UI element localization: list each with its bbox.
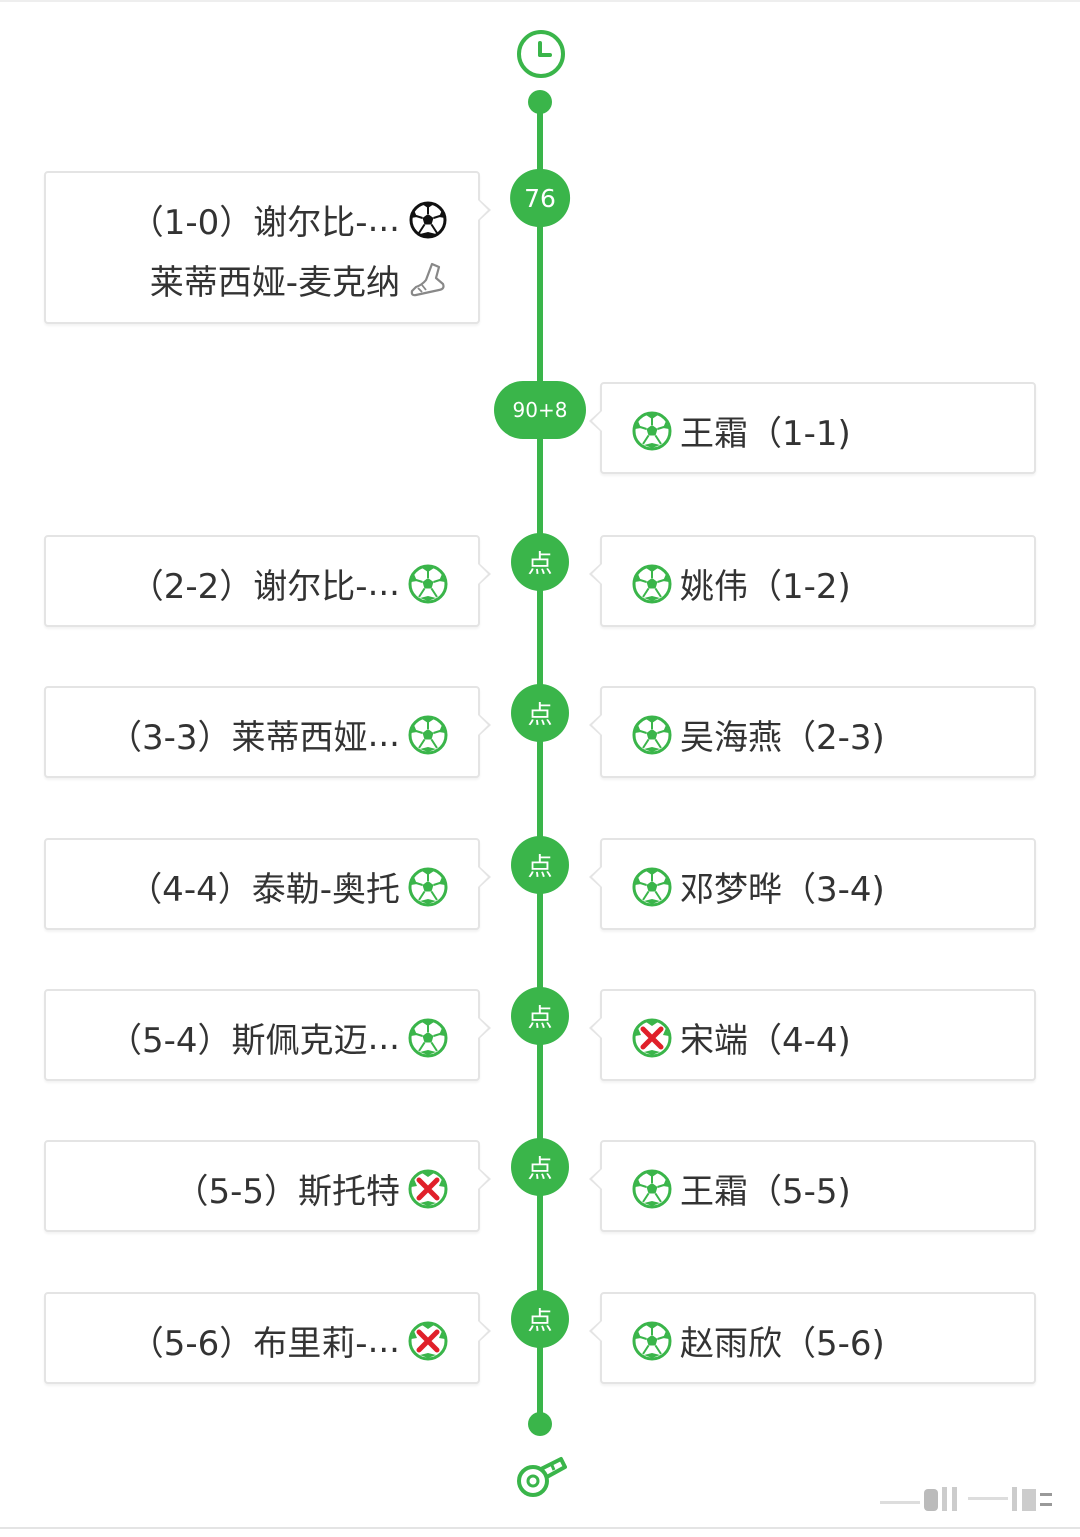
timeline-node: 点 [511,533,569,591]
timeline-node: 点 [511,836,569,894]
timeline-end-dot [528,1412,552,1436]
ellipsis: ... [367,563,400,604]
bottom-divider [0,1527,1080,1529]
penalty-miss-icon [408,1321,448,1360]
watermark-graphic [880,1487,1052,1511]
penalty-line: 邓梦晔（3-4) [632,862,885,911]
goal-line: 王霜（1-1) [632,406,851,455]
timeline-axis [537,100,543,1425]
boot-assist-icon [410,262,445,296]
penalty-line: （4-4）泰勒-奥托 [128,862,448,911]
penalty-taker-text: （3-3）莱蒂西娅 [108,718,368,758]
event-card-left[interactable]: （5-4）斯佩克迈... [44,989,491,1081]
soccer-ball-black-icon [409,201,447,238]
event-card-left[interactable]: （1-0）谢尔比-... 莱蒂西娅-麦克纳 [44,171,491,324]
ellipsis: ... [367,714,400,755]
penalty-line: （5-4）斯佩克迈... [108,1013,448,1062]
goal-scorer-text: （1-0）谢尔比- [129,203,368,243]
soccer-ball-green-icon [408,715,448,754]
penalty-line: （2-2）谢尔比-... [130,559,448,608]
soccer-ball-green-icon [632,411,672,450]
event-card-left[interactable]: （4-4）泰勒-奥托 [44,838,491,930]
event-card-right[interactable]: 姚伟（1-2) [589,535,1036,627]
penalty-miss-icon [632,1018,672,1057]
soccer-ball-green-icon [408,867,448,906]
event-card-right[interactable]: 吴海燕（2-3) [589,686,1036,778]
penalty-line: 姚伟（1-2) [632,559,851,608]
ellipsis: ... [367,199,400,240]
soccer-ball-green-icon [632,715,672,754]
penalty-taker-text: （4-4）泰勒-奥托 [128,870,400,910]
event-card-right[interactable]: 邓梦晔（3-4) [589,838,1036,930]
soccer-ball-green-icon [632,1321,672,1360]
event-card-left[interactable]: （5-5）斯托特 [44,1140,491,1232]
assist-player-text: 莱蒂西娅-麦克纳 [149,263,400,303]
penalty-taker-text: 宋端（4-4) [680,1021,851,1061]
event-card-right[interactable]: 王霜（5-5) [589,1140,1036,1232]
soccer-ball-green-icon [632,867,672,906]
goal-scorer-text: 王霜（1-1) [680,414,851,454]
penalty-taker-text: 吴海燕（2-3) [680,718,885,758]
penalty-taker-text: （5-6）布里莉- [129,1324,368,1364]
timeline-node: 点 [511,684,569,742]
whistle-icon [517,1457,567,1497]
event-card-right[interactable]: 王霜（1-1) [589,382,1036,474]
soccer-ball-green-icon [408,564,448,603]
timeline-start-dot [528,90,552,114]
penalty-taker-text: 邓梦晔（3-4) [680,870,885,910]
timeline-node: 76 [510,169,570,227]
penalty-taker-text: （2-2）谢尔比- [129,567,368,607]
penalty-line: 宋端（4-4) [632,1013,851,1062]
timeline-node: 点 [511,1138,569,1196]
penalty-line: 吴海燕（2-3) [632,710,885,759]
penalty-miss-icon [408,1169,448,1208]
event-card-left[interactable]: （2-2）谢尔比-... [44,535,491,627]
penalty-taker-text: （5-5）斯托特 [174,1172,400,1212]
event-card-left[interactable]: （5-6）布里莉-... [44,1292,491,1384]
top-divider [0,0,1080,2]
timeline-node: 点 [511,1290,569,1348]
penalty-line: 王霜（5-5) [632,1164,851,1213]
penalty-taker-text: 赵雨欣（5-6) [680,1324,885,1364]
timeline-node: 点 [511,987,569,1045]
penalty-taker-text: 王霜（5-5) [680,1172,851,1212]
penalty-taker-text: 姚伟（1-2) [680,567,851,607]
penalty-line: （5-5）斯托特 [174,1164,448,1213]
soccer-ball-green-icon [632,564,672,603]
goal-line: （1-0）谢尔比-... [130,195,448,244]
clock-icon [517,30,565,78]
event-card-left[interactable]: （3-3）莱蒂西娅... [44,686,491,778]
penalty-line: 赵雨欣（5-6) [632,1316,885,1365]
event-card-right[interactable]: 宋端（4-4) [589,989,1036,1081]
timeline-node: 90+8 [494,381,586,439]
penalty-line: （3-3）莱蒂西娅... [108,710,448,759]
event-card-right[interactable]: 赵雨欣（5-6) [589,1292,1036,1384]
ellipsis: ... [367,1320,400,1361]
assist-line: 莱蒂西娅-麦克纳 [150,255,448,304]
ellipsis: ... [367,1017,400,1058]
soccer-ball-green-icon [408,1018,448,1057]
soccer-ball-green-icon [632,1169,672,1208]
penalty-taker-text: （5-4）斯佩克迈 [108,1021,368,1061]
penalty-line: （5-6）布里莉-... [130,1316,448,1365]
